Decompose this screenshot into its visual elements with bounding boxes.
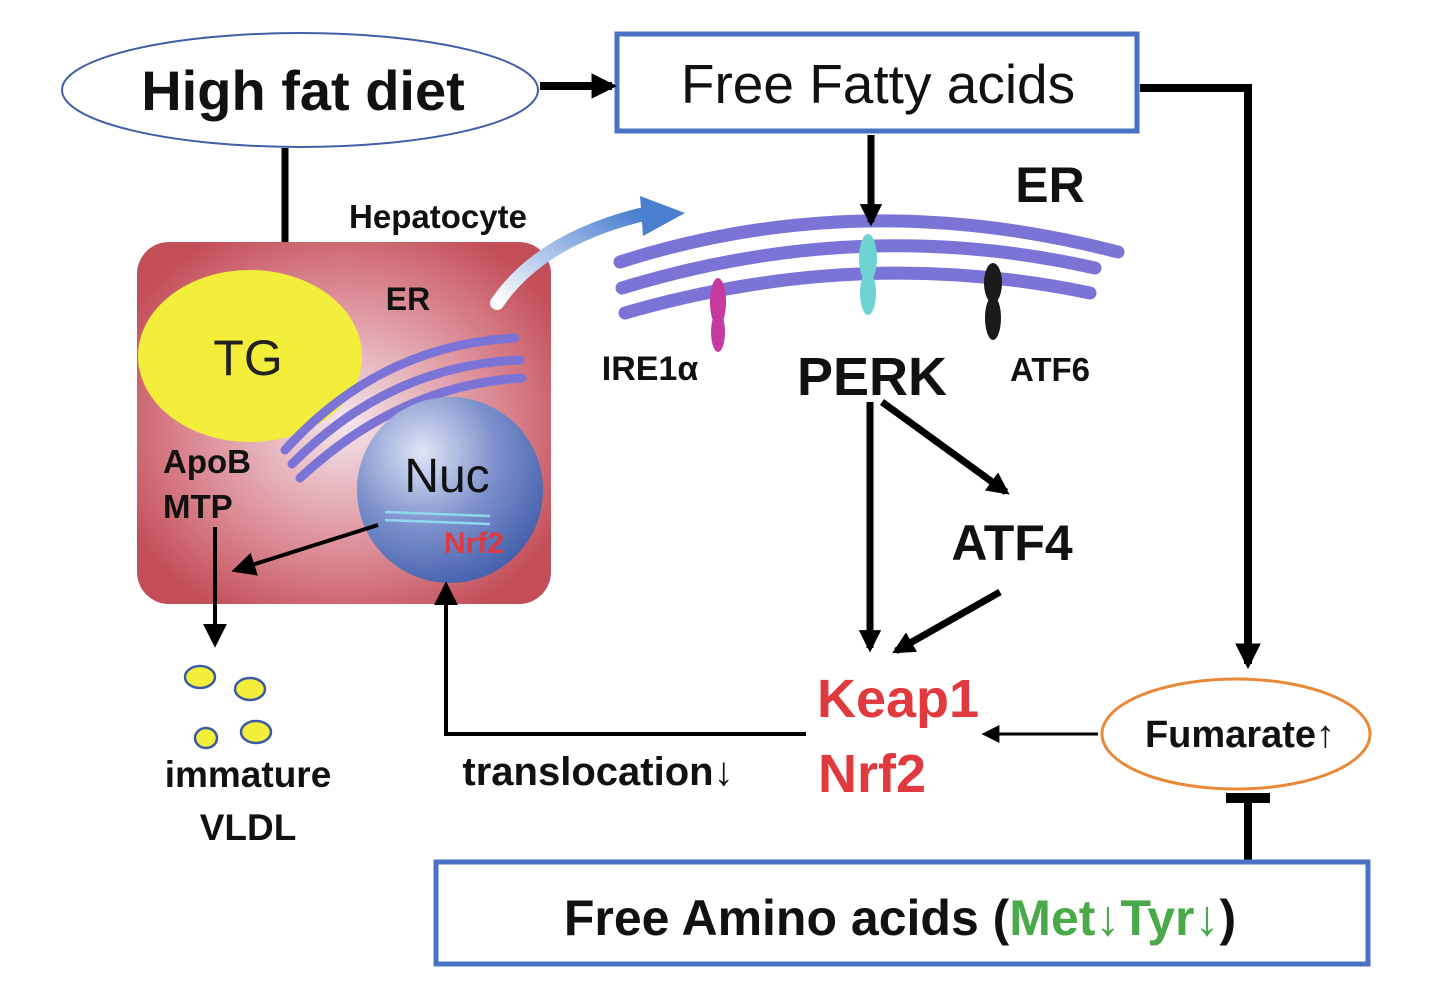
apob-label: ApoB: [163, 443, 251, 480]
vldl-label: VLDL: [200, 807, 297, 848]
perk-sensor: [859, 234, 877, 315]
amino-prefix: Free Amino acids (: [564, 890, 1010, 946]
keap1-label: Keap1: [817, 669, 979, 729]
nrf2-small-label: Nrf2: [444, 527, 504, 560]
arrow-ffa-to-fumarate: [1140, 84, 1261, 670]
tg-label: TG: [213, 330, 282, 386]
zoom-arrow: [490, 208, 647, 310]
atf6-sensor: [984, 263, 1002, 340]
nuc-label: Nuc: [404, 450, 489, 503]
fumarate-label: Fumarate↑: [1145, 714, 1335, 756]
ire1a-sensor: [710, 278, 726, 352]
translocation-label: translocation↓: [462, 750, 733, 794]
free-fatty-acids-box: [614, 31, 1140, 134]
free-fatty-acids-label: Free Fatty acids: [681, 53, 1075, 115]
er-small-label: ER: [386, 281, 430, 317]
immature-label: immature: [165, 754, 332, 795]
mtp-label: MTP: [163, 488, 233, 525]
atf6-label: ATF6: [1010, 351, 1090, 388]
nrf2-label: Nrf2: [818, 744, 926, 804]
nucleus: [357, 397, 543, 583]
arrow-translocation-to-nucleus: [434, 581, 806, 736]
zoom-arrow-head: [640, 196, 685, 236]
free-amino-acids-box: [433, 859, 1371, 967]
dna-helix-icon: [384, 510, 491, 526]
hepatocyte-label: Hepatocyte: [349, 198, 527, 235]
perk-label: PERK: [797, 347, 947, 407]
tg-lipid-droplet: [138, 270, 362, 442]
er-small-membrane: [280, 333, 527, 483]
atf4-label: ATF4: [951, 515, 1072, 571]
amino-suffix: ): [1220, 890, 1237, 946]
vldl-particles: [183, 664, 273, 750]
er-large-label: ER: [1015, 157, 1084, 213]
amino-highlight: Met↓Tyr↓: [1009, 890, 1219, 946]
fumarate-ellipse: [1100, 677, 1372, 791]
free-amino-acids-label: Free Amino acids (Met↓Tyr↓): [564, 890, 1236, 946]
arrow-perk-to-atf4: [879, 399, 1010, 495]
high-fat-diet-ellipse: [61, 32, 539, 148]
arrow-nrf2-to-apob: [231, 523, 379, 576]
high-fat-diet-label: High fat diet: [141, 59, 465, 122]
arrow-atf4-to-keap1: [892, 588, 1002, 655]
ire1a-label: IRE1α: [602, 350, 699, 388]
